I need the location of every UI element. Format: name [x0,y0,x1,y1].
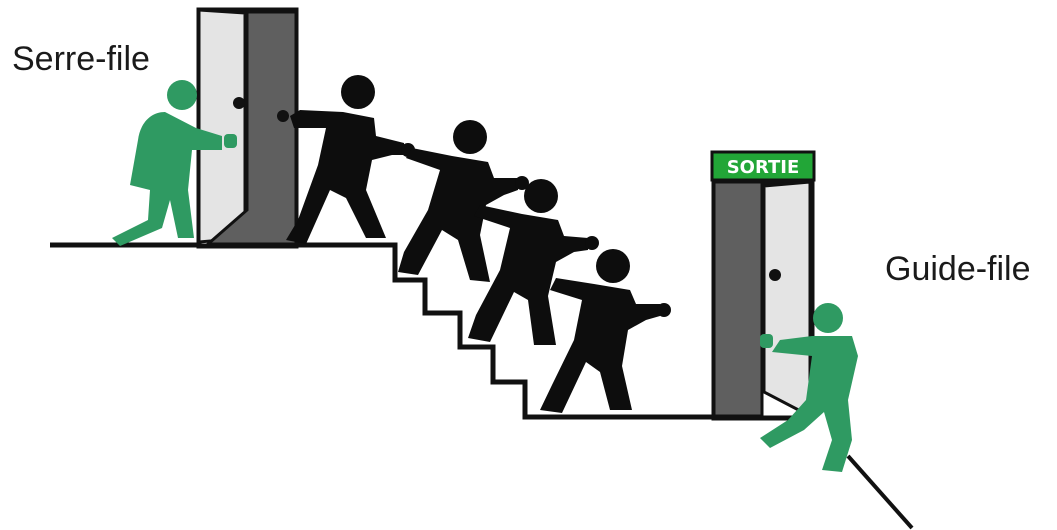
exit-door: SORTIE [712,152,814,418]
rear-marshal-label: Serre-file [12,40,150,78]
door-knob [769,269,781,281]
lead-marshal-label: Guide-file [885,250,1031,288]
guide-pole [848,456,912,528]
evacuee-figure [286,75,415,244]
upper-door [199,10,296,246]
exit-sign-label: SORTIE [727,157,800,178]
evacuee-figure [540,249,671,413]
door-knob [233,97,245,109]
